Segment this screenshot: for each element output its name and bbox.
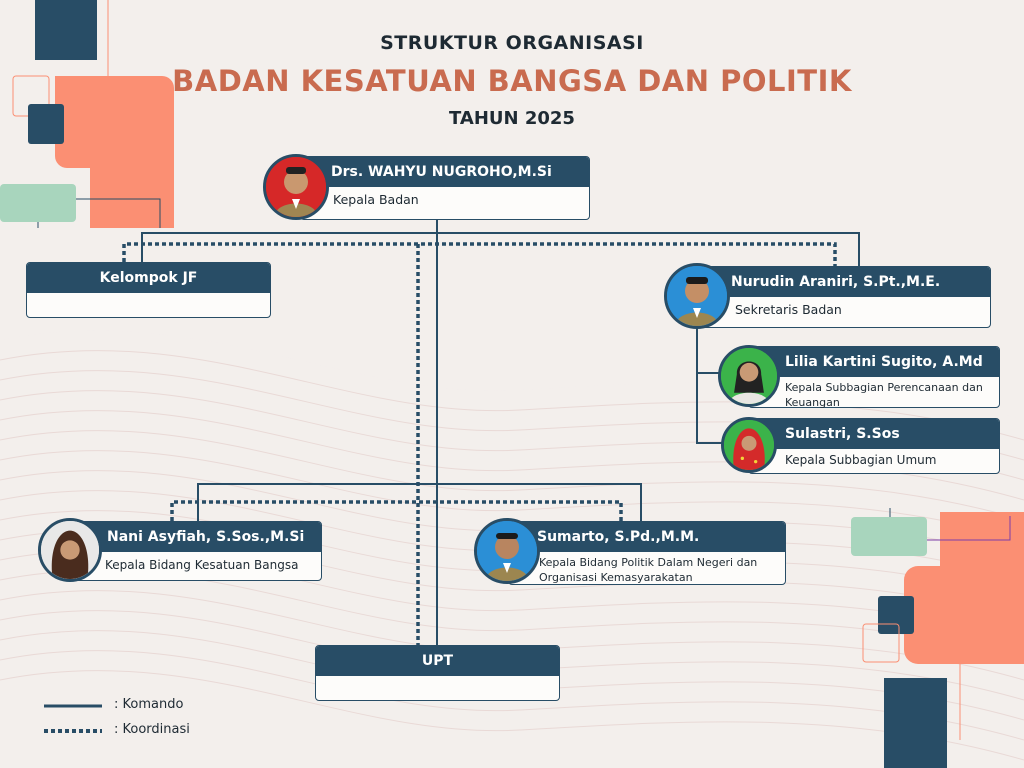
avatar-kesatuan <box>38 518 102 582</box>
node-upt: UPT <box>315 645 560 701</box>
node-role: Kepala Bidang Kesatuan Bangsa <box>105 558 299 572</box>
legend-komando-line <box>44 704 102 708</box>
node-kepala-badan: Drs. WAHYU NUGROHO,M.Si Kepala Badan <box>300 156 590 220</box>
title-organization: BADAN KESATUAN BANGSA DAN POLITIK <box>172 64 852 98</box>
avatar-kepala <box>263 154 329 220</box>
avatar-umum <box>721 417 777 473</box>
node-umum: Sulastri, S.Sos Kepala Subbagian Umum <box>748 418 1000 474</box>
node-role: Kepala Badan <box>333 192 419 207</box>
node-name: Kelompok JF <box>27 263 270 293</box>
legend-komando-label: : Komando <box>114 697 184 712</box>
node-sekretaris: Nurudin Araniri, S.Pt.,M.E. Sekretaris B… <box>700 266 991 328</box>
node-name: Lilia Kartini Sugito, A.Md <box>749 347 999 377</box>
node-kelompok-jf: Kelompok JF <box>26 262 271 318</box>
node-politik: Sumarto, S.Pd.,M.M. Kepala Bidang Politi… <box>508 521 786 585</box>
node-role: Sekretaris Badan <box>735 302 842 317</box>
node-kesatuan-bangsa: Nani Asyfiah, S.Sos.,M.Si Kepala Bidang … <box>72 521 322 581</box>
avatar-perencanaan <box>718 345 780 407</box>
node-name: Nani Asyfiah, S.Sos.,M.Si <box>73 522 321 552</box>
title-struktur: STRUKTUR ORGANISASI <box>380 32 644 54</box>
title-year: TAHUN 2025 <box>449 108 575 129</box>
avatar-politik <box>474 518 540 584</box>
node-name: UPT <box>316 646 559 676</box>
decor-bottom-right <box>851 508 1024 768</box>
node-name: Sulastri, S.Sos <box>749 419 999 449</box>
avatar-sekretaris <box>664 263 730 329</box>
node-name: Nurudin Araniri, S.Pt.,M.E. <box>701 267 990 297</box>
node-perencanaan: Lilia Kartini Sugito, A.Md Kepala Subbag… <box>748 346 1000 409</box>
legend-koordinasi-label: : Koordinasi <box>114 722 190 737</box>
node-role: Kepala Subbagian Umum <box>785 453 937 467</box>
node-name: Sumarto, S.Pd.,M.M. <box>509 522 785 552</box>
node-role: Kepala Subbagian Perencanaan dan Keuanga… <box>785 381 983 409</box>
node-name: Drs. WAHYU NUGROHO,M.Si <box>301 157 589 187</box>
node-role: Kepala Bidang Politik Dalam Negeri dan O… <box>539 556 758 584</box>
legend-koordinasi-line <box>44 729 102 733</box>
decor-top-left <box>0 0 174 228</box>
